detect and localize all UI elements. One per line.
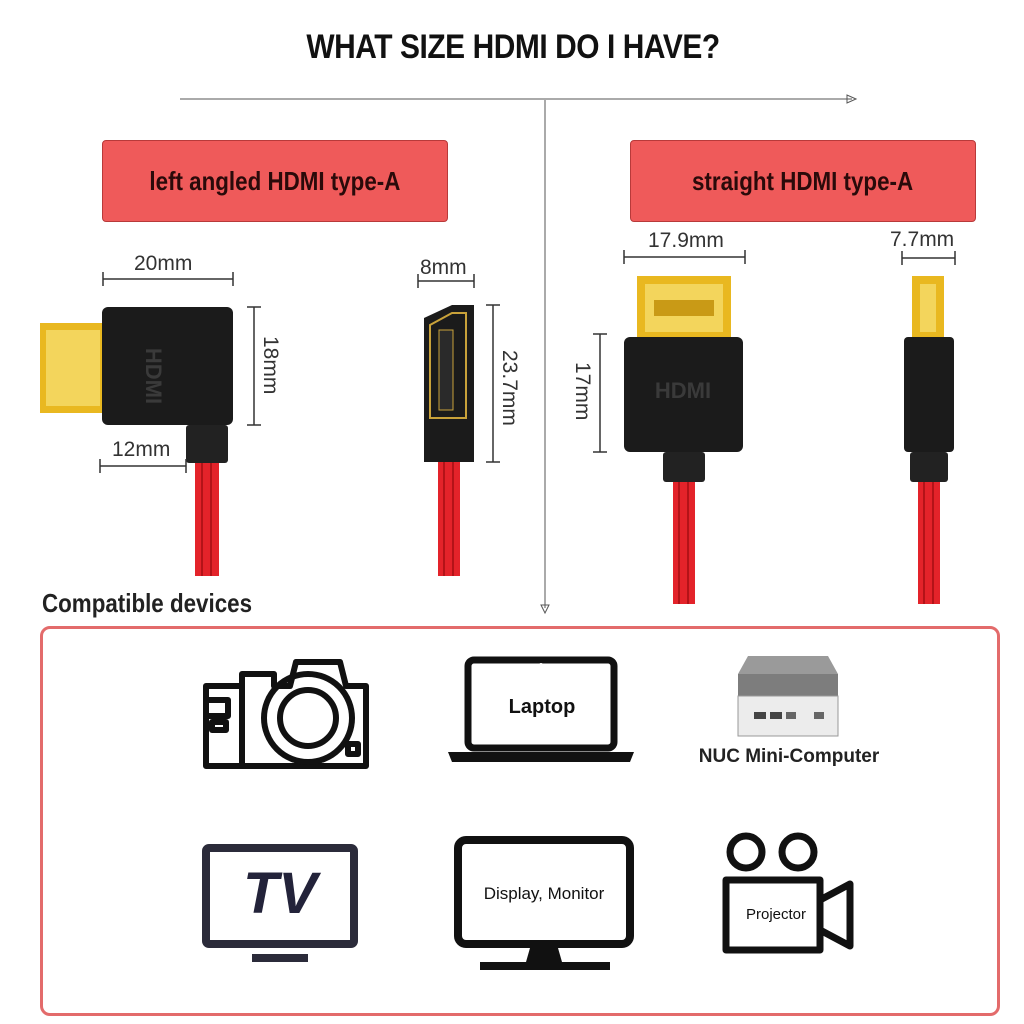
compatible-devices-heading: Compatible devices xyxy=(42,588,253,618)
dim-left-width-bottom: 12mm xyxy=(112,438,171,461)
projector-label: Projector xyxy=(745,906,807,923)
page-title: WHAT SIZE HDMI DO I HAVE? xyxy=(306,28,720,66)
tv-label: TV xyxy=(242,861,318,926)
straight-hdmi-logo: HDMI xyxy=(654,378,712,403)
left-angled-label: left angled HDMI type-A xyxy=(102,140,448,222)
compatible-devices-panel xyxy=(40,626,1000,1016)
dim-left-height: 18mm xyxy=(259,336,282,395)
dim-left-side-height: 23.7mm xyxy=(498,350,521,426)
dim-straight-side-width: 7.7mm xyxy=(890,228,955,251)
dim-straight-width: 17.9mm xyxy=(648,229,724,252)
dim-left-side-width: 8mm xyxy=(420,256,467,279)
dim-straight-height: 17mm xyxy=(571,362,594,421)
laptop-label: Laptop xyxy=(508,696,576,718)
mini-computer-label: NUC Mini-Computer xyxy=(698,746,880,767)
straight-label: straight HDMI type-A xyxy=(630,140,976,222)
monitor-label: Display, Monitor xyxy=(483,884,605,903)
dim-left-width-top: 20mm xyxy=(134,252,193,275)
